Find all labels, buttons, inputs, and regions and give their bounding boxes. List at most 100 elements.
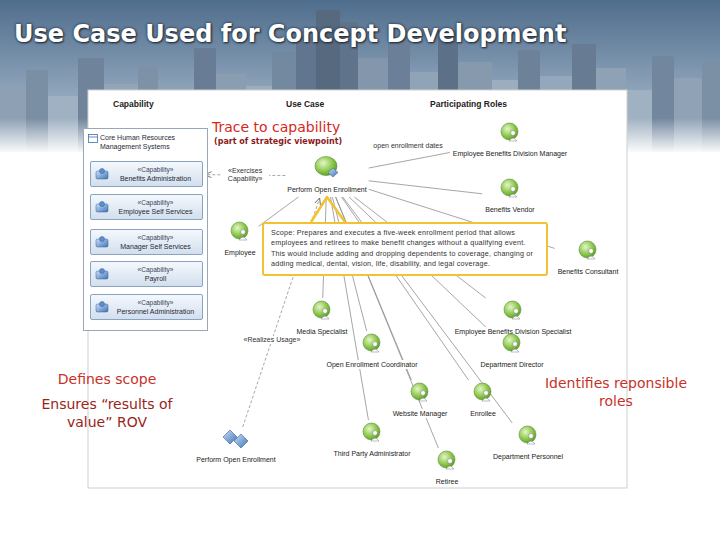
slide-title: Use Case Used for Concept Development [14, 20, 566, 48]
actor-sphere [363, 334, 380, 351]
actor-body [371, 438, 379, 441]
role-actor: Benefits Consultant [557, 240, 620, 278]
actor-body [509, 138, 517, 141]
label-box: Capability [113, 99, 154, 109]
node-label: Department Director [479, 360, 544, 369]
node-label: Perform Open Enrollment [195, 455, 276, 464]
stereotype-label: «Capability» [113, 198, 198, 207]
actor-icon [518, 425, 538, 445]
process-icon [221, 428, 251, 448]
capability-icon-top [100, 202, 105, 207]
capability-icon-top [100, 169, 105, 174]
association-line [369, 181, 483, 194]
actor-head [421, 391, 426, 396]
actor-head [241, 230, 246, 235]
node-label: Perform Open Enrollment [286, 185, 367, 194]
actor-head [323, 309, 328, 314]
use-case-node: Perform Open Enrollment [286, 156, 367, 196]
actor-icon [312, 300, 332, 320]
annotation-title: Trace to capability [212, 119, 340, 135]
edge-label: «Realizes Usage» [243, 336, 302, 344]
label-box: Use Case [286, 99, 324, 109]
actor-head [511, 131, 516, 136]
actor-icon [500, 122, 520, 142]
role-actor: Benefits Vendor [484, 178, 535, 216]
capability-name: Manager Self Services [113, 242, 198, 251]
stereotype-label: «Capability» [113, 265, 198, 274]
capability-box: «Capability»Employee Self Services [90, 194, 203, 220]
actor-head [484, 391, 489, 396]
stereotype-label: «Capability» [113, 233, 198, 242]
annotation-note: Defines scope [32, 370, 182, 388]
capability-name: Benefits Administration [113, 174, 198, 183]
actor-icon [362, 422, 382, 442]
process-node: Perform Open Enrollment [195, 428, 276, 466]
label-box: Participating Roles [430, 99, 507, 109]
actor-head [373, 342, 378, 347]
process-diamond [234, 434, 248, 448]
annotation-note: Identifies reponsible roles [541, 374, 691, 410]
actor-head [514, 309, 519, 314]
edge-label: «Exercises Capability» [221, 167, 269, 183]
actor-body [527, 441, 535, 444]
scope-callout: Scope: Prepares and executes a five-week… [262, 222, 548, 276]
actor-icon [473, 382, 493, 402]
actor-head [529, 434, 534, 439]
role-actor: Department Director [479, 333, 544, 371]
actor-icon [502, 333, 522, 353]
capability-box: «Capability»Manager Self Services [90, 229, 203, 255]
node-label: Department Personnel [492, 452, 564, 461]
edge-label: open enrollment dates [372, 142, 443, 150]
actor-sphere [579, 241, 596, 258]
label-box: Ensures “results of value” ROV [32, 395, 182, 431]
role-actor: Employee Benefits Division Manager [452, 122, 568, 160]
capability-name: Employee Self Services [113, 207, 198, 216]
actor-sphere [411, 383, 428, 400]
node-label: Scope: Prepares and executes a five-week… [271, 228, 539, 270]
actor-body [321, 316, 329, 319]
capability-icon-top [100, 302, 105, 307]
actor-icon [578, 240, 598, 260]
actor-body [512, 316, 520, 319]
edge-label-box: «Realizes Usage» [243, 336, 302, 344]
node-label: Enrollee [469, 409, 497, 418]
use-case-badge [328, 168, 338, 177]
role-actor: Media Specialist [296, 300, 349, 338]
actor-icon [230, 221, 250, 241]
stereotype-label: «Capability» [113, 165, 198, 174]
capability-box: «Capability»Payroll [90, 261, 203, 287]
actor-head [589, 249, 594, 254]
actor-body [371, 349, 379, 352]
capability-icon [95, 168, 109, 180]
actor-icon [500, 178, 520, 198]
tree-root-box [89, 135, 98, 143]
capability-icon [95, 301, 109, 313]
edge-label-box: open enrollment dates [372, 142, 443, 150]
actor-head [373, 431, 378, 436]
column-header: Capability [113, 99, 154, 109]
node-label: Benefits Consultant [557, 267, 620, 276]
label-box: (part of strategic viewpoint) [214, 137, 342, 146]
actor-icon [437, 450, 457, 470]
node-label: Core Human Resources Management Systems [100, 133, 185, 151]
capability-tree-panel: Core Human Resources Management Systems «… [83, 128, 208, 331]
column-header: Use Case [286, 99, 324, 109]
actor-icon [503, 300, 523, 320]
capability-icon [95, 268, 109, 280]
actor-sphere [438, 451, 455, 468]
role-actor: Department Personnel [492, 425, 564, 463]
role-actor: Employee [223, 221, 256, 259]
actor-sphere [503, 334, 520, 351]
node-label: Open Enrollment Coordinator [325, 360, 418, 369]
actor-body [509, 194, 517, 197]
stereotype-label: «Capability» [113, 298, 198, 307]
capability-name: Payroll [113, 274, 198, 283]
role-actor: Open Enrollment Coordinator [325, 333, 418, 371]
label-box: Defines scope [32, 370, 182, 388]
actor-sphere [519, 426, 536, 443]
annotation-note: (part of strategic viewpoint) [214, 137, 342, 146]
role-actor: Website Manager [392, 382, 449, 420]
capability-box: «Capability»Personnel Administration [90, 294, 203, 320]
